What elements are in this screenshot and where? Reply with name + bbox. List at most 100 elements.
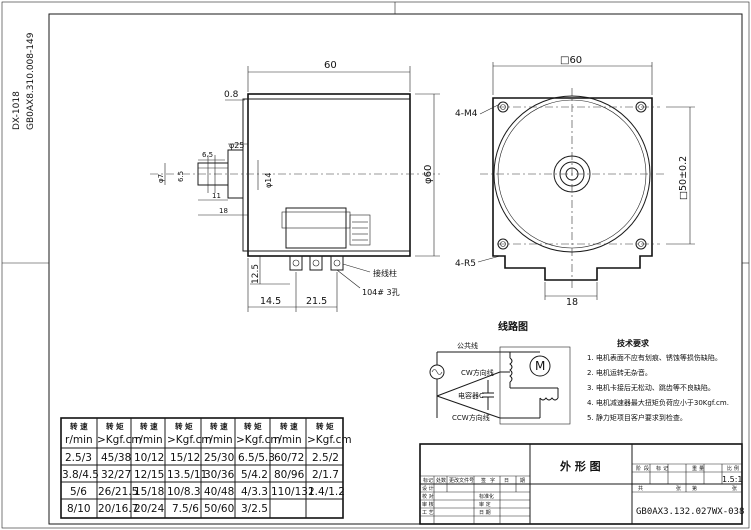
- role-0: 设 计: [422, 485, 434, 492]
- td-0-6: 60/72: [274, 452, 304, 464]
- td-2-3: 10/8.3: [167, 486, 201, 498]
- hdr-4: 重: [692, 465, 697, 472]
- hdr-1: 段: [644, 465, 649, 472]
- td-1-1: 32/27: [101, 469, 131, 481]
- sheet-3: 张: [732, 485, 737, 492]
- title-block: 外 形 图 阶 段 标 记 重 量 比 例 1.5:1 共 张 第 张 GB0A…: [419, 443, 744, 525]
- rev-3: 签: [481, 477, 486, 484]
- th-7-a: 转 矩: [316, 421, 334, 431]
- req-4: 4. 电机减速器最大扭矩负荷应小于30Kgf.cm.: [587, 398, 729, 407]
- sheet-1: 张: [676, 485, 681, 492]
- td-1-4: 30/36: [204, 469, 235, 481]
- drawing-number: GB0AX3.132.027WX-038: [636, 507, 744, 517]
- dim-square60: □60: [560, 55, 582, 66]
- td-0-4: 25/30: [204, 452, 234, 464]
- role-2: 审 核: [422, 501, 434, 508]
- hdr-3: 记: [663, 465, 668, 472]
- hdr-2: 标: [656, 465, 661, 472]
- left-code-1: DX-1018: [12, 91, 22, 130]
- td-3-0: 8/10: [67, 503, 91, 515]
- dim-6-5: 6.5: [202, 151, 213, 159]
- hdr-6: 比: [727, 465, 732, 472]
- hdr-5: 量: [699, 465, 704, 472]
- hdr-0: 阶: [636, 465, 641, 472]
- td-2-1: 26/21.5: [98, 486, 138, 498]
- dim-18-front: 18: [566, 297, 578, 308]
- tech-requirements: 技术要求 1. 电机表面不应有划痕、锈蚀等损伤缺陷。 2. 电机运转无杂音。 3…: [587, 338, 729, 422]
- role-4: 标准化: [479, 493, 494, 500]
- role-1: 校 对: [422, 493, 434, 500]
- motor-symbol-circle: [529, 355, 551, 377]
- rev-5: 日: [504, 478, 509, 484]
- wiring-title: 线路图: [498, 320, 528, 333]
- th-2-a: 转 速: [140, 421, 158, 431]
- td-0-2: 10/12: [134, 452, 164, 464]
- speed-table: 转 速 r/min 转 矩 >Kgf.cm 转 速 r/min 转 矩 >Kgf…: [60, 417, 352, 519]
- dim-phi14: φ14: [264, 173, 273, 188]
- coil-ccw: [539, 397, 559, 401]
- td-1-2: 12/15: [134, 469, 164, 481]
- rev-4: 字: [490, 477, 495, 484]
- label-4m4: 4-M4: [455, 109, 478, 119]
- td-2-5: 4/3.3: [241, 486, 268, 498]
- td-2-2: 15/18: [134, 486, 164, 498]
- req-5: 5. 静力矩项目客户要求到检查。: [587, 413, 687, 422]
- req-2: 2. 电机运转无杂音。: [587, 368, 652, 377]
- sheet-0: 共: [638, 485, 643, 492]
- motor-symbol: M: [535, 359, 545, 373]
- drawing-name: 外 形 图: [559, 459, 601, 473]
- dim-12-5: 12.5: [251, 264, 261, 284]
- td-0-5: 6.5/5.3: [238, 452, 275, 464]
- wiring-diagram: 线路图 公共线 CW方向线 电容器C CCW方向线 M: [429, 320, 571, 425]
- left-code-2: GB0AX8.310.008-149: [26, 32, 36, 130]
- td-3-2: 20/24: [134, 503, 165, 515]
- td-3-4: 50/60: [204, 503, 234, 515]
- dim-square50: □50±0.2: [678, 156, 689, 200]
- rev-1: 处数: [436, 477, 446, 484]
- req-title: 技术要求: [617, 338, 650, 348]
- th-0-b: r/min: [65, 434, 93, 446]
- front-view: □60 4-M4 4-R5 □50±0.2 18: [455, 55, 695, 308]
- dim-phi7: φ7: [157, 174, 165, 183]
- td-1-6: 80/96: [274, 469, 305, 481]
- terminal-2: [309, 255, 323, 271]
- wiring-common: 公共线: [457, 341, 478, 350]
- dim-phi60: φ60: [423, 165, 434, 184]
- th-4-b: r/min: [205, 434, 233, 446]
- th-3-b: >Kgf.cm: [167, 434, 212, 446]
- td-1-0: 3.8/4.5: [62, 469, 99, 481]
- req-3: 3. 电机卡接后无松动、跳齿等不良缺陷。: [587, 383, 715, 392]
- motor-block: [499, 346, 571, 425]
- td-3-1: 20/16.7: [98, 503, 138, 515]
- dim-18-side: 18: [219, 207, 228, 215]
- td-3-3: 7.5/6: [172, 503, 199, 515]
- label-terminal: 接线柱: [373, 268, 397, 278]
- terminal-3: [330, 255, 344, 271]
- dim-60-side: 60: [324, 60, 337, 71]
- td-1-7: 2/1.7: [312, 469, 339, 481]
- dim-0-8: 0.8: [224, 90, 239, 100]
- th-6-b: r/min: [274, 434, 302, 446]
- role-6: 日 期: [479, 510, 491, 516]
- label-4r5: 4-R5: [455, 259, 476, 269]
- dim-11: 11: [212, 192, 221, 200]
- dim-phi25: φ25: [229, 141, 244, 150]
- wiring-ccw: CCW方向线: [452, 413, 490, 422]
- wiring-cw: CW方向线: [461, 368, 494, 377]
- front-square: [492, 97, 653, 281]
- td-3-5: 3/2.5: [241, 503, 268, 515]
- drawing-scale: 1.5:1: [722, 475, 743, 484]
- th-5-a: 转 矩: [244, 421, 262, 431]
- td-1-5: 5/4.2: [241, 469, 268, 481]
- rev-0: 标记: [423, 477, 433, 484]
- rev-2: 更改文件号: [449, 477, 474, 484]
- th-1-b: >Kgf.cm: [97, 434, 142, 446]
- coil-cw: [509, 357, 513, 383]
- th-4-a: 转 速: [210, 421, 228, 431]
- dim-21-5: 21.5: [306, 296, 327, 307]
- td-0-0: 2.5/3: [65, 452, 92, 464]
- hdr-7: 例: [734, 465, 739, 472]
- th-5-b: >Kgf.cm: [236, 434, 281, 446]
- td-2-0: 5/6: [70, 486, 87, 498]
